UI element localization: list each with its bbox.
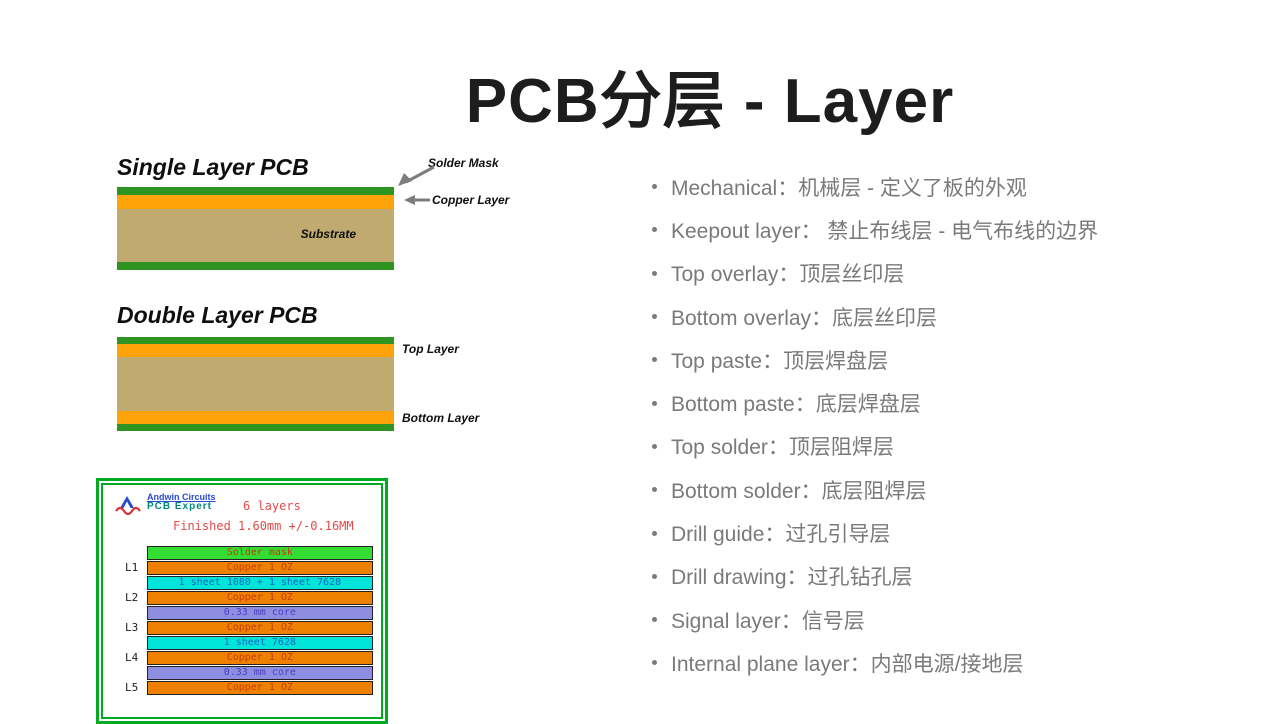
bullet-icon [652, 573, 657, 579]
double-layer-heading: Double Layer PCB [117, 302, 318, 328]
layer-list-item: Bottom solder：底层阻焊层 [648, 468, 1233, 511]
layer-list-text: Internal plane layer：内部电源/接地层 [671, 652, 1024, 676]
layer-list-text: Top solder：顶层阻焊层 [671, 436, 894, 460]
layer-list-item: Drill drawing：过孔钻孔层 [648, 555, 1233, 598]
stack-row-label: L2 [125, 591, 139, 604]
layer-list-item: Top solder：顶层阻焊层 [648, 425, 1233, 468]
stack-layer-copper: Copper 1 OZ [146, 590, 373, 605]
stack-row: L5 Copper 1 OZ [111, 680, 373, 695]
stack-layer-copper: Copper 1 OZ [146, 650, 373, 665]
layer-list-text: Signal layer：信号层 [671, 609, 865, 633]
layer-list-item: Top overlay：顶层丝印层 [648, 252, 1233, 295]
bottom-copper-band [117, 411, 394, 424]
layer-list-text: Drill guide：过孔引导层 [671, 523, 891, 547]
stack-row-label: L4 [125, 651, 139, 664]
bullet-icon [652, 443, 657, 449]
solder-mask-label: Solder Mask [428, 156, 499, 170]
layer-list-item: Keepout layer： 禁止布线层 - 电气布线的边界 [648, 208, 1233, 251]
layer-list-text: Bottom overlay：底层丝印层 [671, 306, 938, 330]
substrate-band: Substrate [117, 209, 394, 262]
stack-row-label: L1 [125, 561, 139, 574]
layer-list-item: Internal plane layer：内部电源/接地层 [648, 641, 1233, 684]
layer-list-text: Top paste：顶层焊盘层 [671, 349, 889, 373]
single-layer-heading: Single Layer PCB [117, 154, 309, 180]
stack-layer-copper: Copper 1 OZ [146, 620, 373, 635]
stack-row: 1 sheet 1080 + 1 sheet 7628 [111, 575, 373, 590]
stack-layer-core: 0.33 mm core [146, 665, 373, 680]
bullet-icon [652, 270, 657, 276]
bullet-icon [652, 184, 657, 190]
stack-row-label: L5 [125, 681, 139, 694]
brand-tagline: PCB Expert [147, 501, 213, 512]
top-layer-label: Top Layer [402, 342, 459, 356]
stack-row: Solder mask [111, 545, 373, 560]
layer-list-text: Bottom solder：底层阻焊层 [671, 479, 927, 503]
finished-thickness-text: Finished 1.60mm +/-0.16MM [173, 519, 354, 533]
stack-row: L4 Copper 1 OZ [111, 650, 373, 665]
layer-list-text: Mechanical：机械层 - 定义了板的外观 [671, 176, 1027, 200]
layer-list-text: Keepout layer： 禁止布线层 - 电气布线的边界 [671, 219, 1099, 243]
layer-list-item: Mechanical：机械层 - 定义了板的外观 [648, 165, 1233, 208]
bullet-icon [652, 530, 657, 536]
bullet-icon [652, 227, 657, 233]
layer-list-text: Top overlay：顶层丝印层 [671, 263, 905, 287]
solder-mask-band [117, 337, 394, 344]
layer-list-item: Bottom paste：底层焊盘层 [648, 381, 1233, 424]
copper-band [117, 195, 394, 209]
solder-mask-band [117, 187, 394, 195]
layer-list-text: Bottom paste：底层焊盘层 [671, 393, 921, 417]
andwin-logo-icon [115, 496, 141, 516]
stack-row: L1 Copper 1 OZ [111, 560, 373, 575]
stack-row: 0.33 mm core [111, 665, 373, 680]
bullet-icon [652, 660, 657, 666]
double-layer-diagram [117, 337, 394, 431]
bullet-icon [652, 617, 657, 623]
layer-list-item: Bottom overlay：底层丝印层 [648, 295, 1233, 338]
substrate-label: Substrate [300, 227, 356, 241]
stack-row: L3 Copper 1 OZ [111, 620, 373, 635]
solder-mask-arrow-icon [398, 165, 435, 186]
substrate-band [117, 357, 394, 411]
top-copper-band [117, 344, 394, 357]
solder-mask-band-bottom [117, 424, 394, 431]
copper-layer-arrow-icon [404, 195, 430, 205]
bullet-icon [652, 314, 657, 320]
bullet-icon [652, 487, 657, 493]
layer-list-item: Top paste：顶层焊盘层 [648, 338, 1233, 381]
brand-text: Andwin Circuits PCB Expert [147, 492, 216, 512]
copper-layer-label: Copper Layer [432, 193, 510, 207]
bullet-icon [652, 400, 657, 406]
stack-layer-soldermask: Solder mask [146, 545, 373, 560]
brand-name: Andwin Circuits [147, 492, 216, 502]
single-layer-diagram: Substrate [117, 187, 394, 270]
layer-list-text: Drill drawing：过孔钻孔层 [671, 566, 913, 590]
stack-row: L2 Copper 1 OZ [111, 590, 373, 605]
layer-list: Mechanical：机械层 - 定义了板的外观 Keepout layer： 禁… [648, 165, 1233, 685]
stack-row-label: L3 [125, 621, 139, 634]
stack-layer-copper: Copper 1 OZ [146, 560, 373, 575]
bottom-layer-label: Bottom Layer [402, 411, 480, 425]
bullet-icon [652, 357, 657, 363]
layers-count-text: 6 layers [243, 499, 301, 513]
layer-list-item: Signal layer：信号层 [648, 598, 1233, 641]
stack-row: 0.33 mm core [111, 605, 373, 620]
stack-row: 1 sheet 7628 [111, 635, 373, 650]
page-title: PCB分层 - Layer [465, 67, 955, 136]
stackup-card-inner: Andwin Circuits PCB Expert 6 layers Fini… [101, 483, 383, 719]
stack-layer-prepreg: 1 sheet 7628 [146, 635, 373, 650]
stack-layer-prepreg: 1 sheet 1080 + 1 sheet 7628 [146, 575, 373, 590]
stack-layer-copper: Copper 1 OZ [146, 680, 373, 695]
stackup-card: Andwin Circuits PCB Expert 6 layers Fini… [96, 478, 388, 724]
stack-layer-core: 0.33 mm core [146, 605, 373, 620]
solder-mask-band-bottom [117, 262, 394, 270]
layer-list-item: Drill guide：过孔引导层 [648, 511, 1233, 554]
